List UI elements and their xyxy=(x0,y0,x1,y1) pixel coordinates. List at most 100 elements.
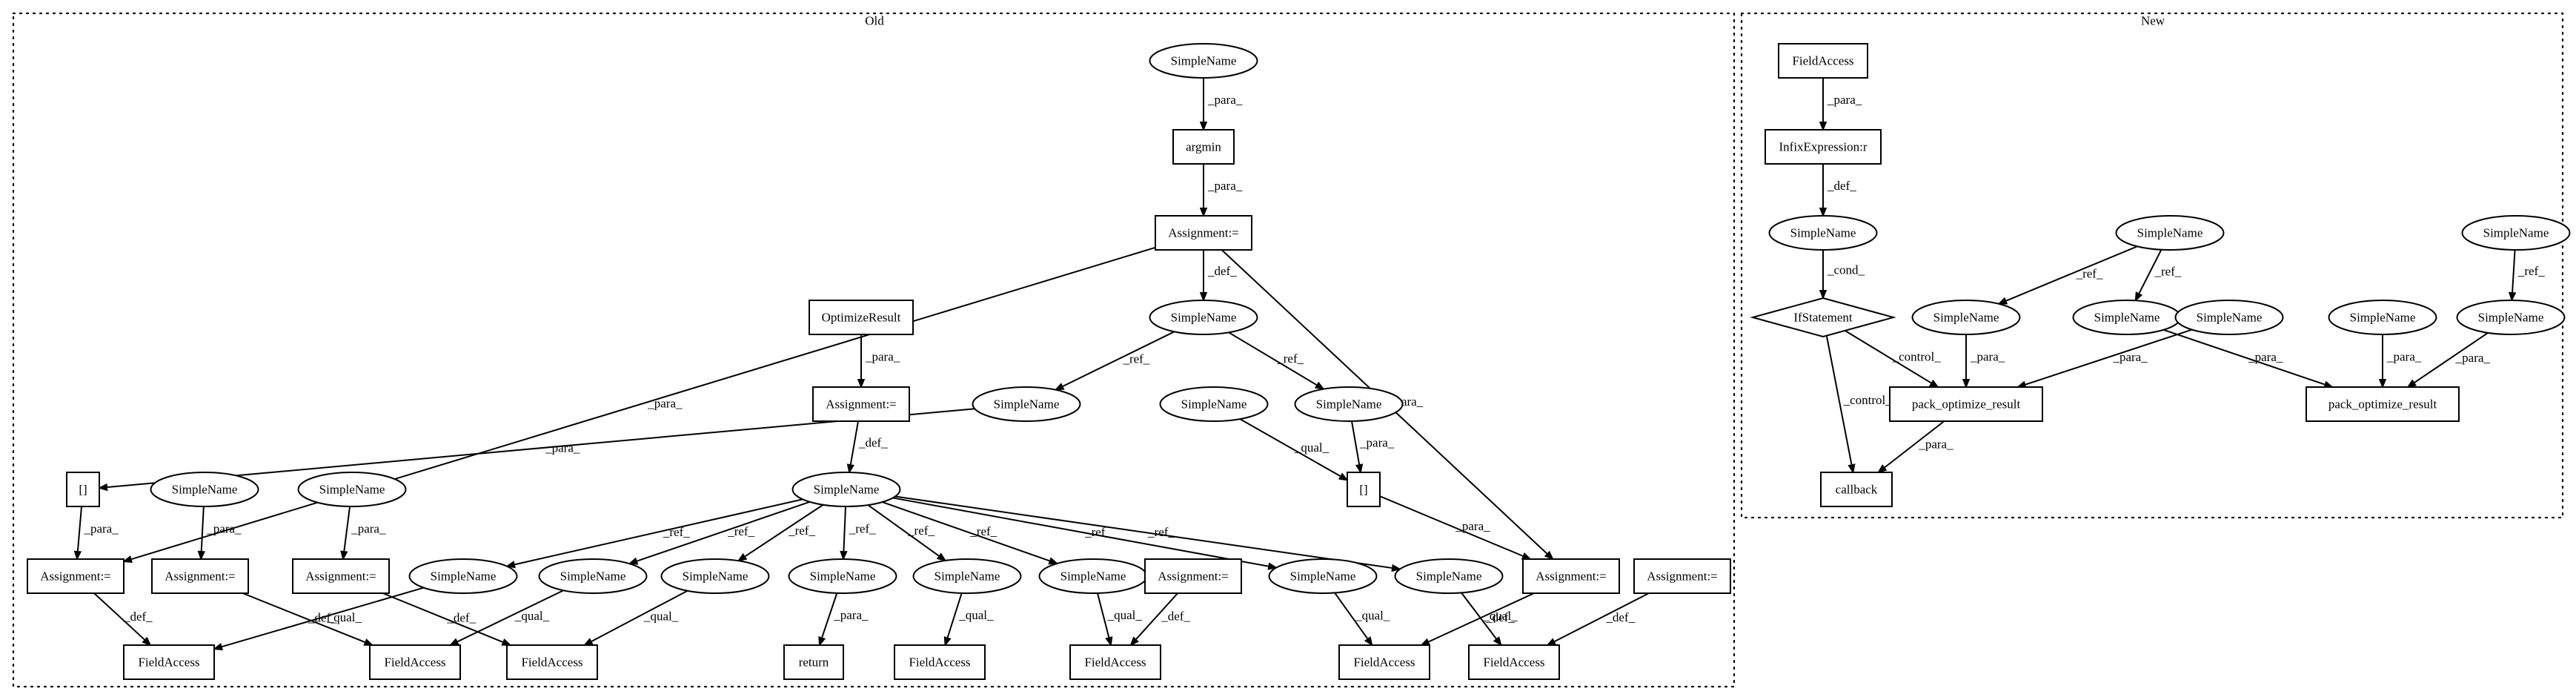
edge-line xyxy=(1334,592,1368,639)
edge-o_sn_hub-to-o_sn_r4: _ref_ xyxy=(840,506,876,561)
node-ellipse-shape xyxy=(1159,386,1269,422)
node-ellipse-shape xyxy=(1294,386,1404,422)
edge-label-ref: _ref_ xyxy=(1147,525,1175,539)
edge-label-def: _def_ xyxy=(1827,179,1856,193)
node-box-shape xyxy=(1338,644,1430,680)
node-label: OptimizeResult xyxy=(822,311,901,325)
node-label: SimpleName xyxy=(172,483,238,497)
edge-line xyxy=(1884,420,1945,469)
edge-line xyxy=(76,506,83,552)
node-box-shape xyxy=(292,558,390,594)
edge-line xyxy=(867,504,940,557)
node-label: FieldAccess xyxy=(909,656,970,670)
node-o_sn_r7: SimpleName xyxy=(1268,558,1378,594)
node-ellipse-shape xyxy=(538,558,648,594)
node-o_sn_hub: SimpleName xyxy=(791,472,901,507)
edge-o_assign_b3-to-o_fa7: _def_ xyxy=(1546,592,1650,646)
arrowhead xyxy=(213,643,223,651)
node-o_assign_b3: Assignment:= xyxy=(1633,558,1731,594)
edge-line xyxy=(1461,592,1497,639)
node-label: FieldAccess xyxy=(1792,54,1853,68)
edge-o_sn_def-to-o_sn_ref_left: _ref_ xyxy=(1054,331,1175,391)
edge-line xyxy=(93,592,145,641)
node-box-shape xyxy=(66,472,100,507)
edge-label-qual: _qual_ xyxy=(1107,608,1143,622)
edge-line xyxy=(892,497,1269,567)
edge-o_sn_hub-to-o_sn_r2: _ref_ xyxy=(628,501,811,565)
edge-o_assign_a2-to-o_fa2: _def_ xyxy=(242,592,374,646)
node-diamond-shape xyxy=(1750,297,1896,338)
node-o_argmin: argmin xyxy=(1172,129,1235,165)
edge-n_sn_top_right-to-n_sn_e: _ref_ xyxy=(2508,249,2545,303)
edge-line xyxy=(382,592,503,643)
node-ellipse-shape xyxy=(912,558,1022,594)
node-box-shape xyxy=(1144,558,1242,594)
arrowhead xyxy=(73,550,82,561)
node-label: SimpleName xyxy=(1171,54,1237,68)
node-n_fa: FieldAccess xyxy=(1778,43,1868,79)
edge-line xyxy=(843,506,847,552)
node-box-shape xyxy=(1765,129,1882,165)
edge-n_sn_a-to-n_pack1: _para_ xyxy=(1962,334,2005,389)
node-box-shape xyxy=(1155,215,1252,251)
edge-n_if-to-n_callback: _control_ xyxy=(1825,335,1892,474)
node-o_assign_b1: Assignment:= xyxy=(1144,558,1242,594)
edge-line xyxy=(637,501,811,562)
edge-line xyxy=(131,246,1156,560)
node-label: FieldAccess xyxy=(1483,656,1544,670)
edge-line xyxy=(514,498,803,566)
cluster-old: Old xyxy=(12,12,1736,688)
edge-o_assign_mid-to-o_sn_hub: _def_ xyxy=(846,420,888,475)
node-label: FieldAccess xyxy=(521,656,582,670)
node-ellipse-shape xyxy=(297,472,407,507)
arrowhead xyxy=(1493,636,1502,647)
node-o_assign_b2: Assignment:= xyxy=(1522,558,1620,594)
arrowhead xyxy=(1544,550,1554,561)
edge-label-def: _def_ xyxy=(123,610,153,624)
edge-line xyxy=(222,587,424,648)
node-label: FieldAccess xyxy=(1084,656,1146,670)
edge-label-qual: _qual_ xyxy=(327,610,362,624)
arrowhead xyxy=(1962,379,1971,389)
node-label: FieldAccess xyxy=(1353,656,1415,670)
edge-o_sn_r5-to-o_fa4: _qual_ xyxy=(943,592,994,647)
arrowhead xyxy=(2378,379,2387,389)
node-o_assign_top: Assignment:= xyxy=(1155,215,1252,251)
arrowhead xyxy=(1199,122,1208,132)
node-label: SimpleName xyxy=(1933,311,1999,325)
node-o_sn_ref_right: SimpleName xyxy=(1294,386,1404,422)
node-o_sn_r6: SimpleName xyxy=(1038,558,1148,594)
node-o_idx_left: [] xyxy=(66,472,100,507)
arrowhead xyxy=(1819,290,1828,300)
node-label: FieldAccess xyxy=(384,656,445,670)
edge-line xyxy=(343,506,351,552)
node-o_fa1: FieldAccess xyxy=(123,644,215,680)
arrowhead xyxy=(936,552,947,562)
edge-label-qual: _qual_ xyxy=(958,608,994,622)
arrowhead xyxy=(1420,638,1431,646)
node-ellipse-shape xyxy=(788,558,897,594)
edge-line xyxy=(200,506,205,552)
node-box-shape xyxy=(506,644,598,680)
node-o_sn_def: SimpleName xyxy=(1149,300,1258,335)
arrowhead xyxy=(1314,381,1325,390)
node-box-shape xyxy=(123,644,215,680)
edge-label-para: _para_ xyxy=(1207,93,1243,107)
edge-line xyxy=(882,501,1050,562)
edge-label-control: _control_ xyxy=(1892,350,1942,364)
edge-label-para: _para_ xyxy=(1827,93,1862,107)
node-ellipse-shape xyxy=(2115,215,2225,251)
arrowhead xyxy=(628,557,639,565)
node-box-shape xyxy=(151,558,249,594)
edge-o_sn_r7-to-o_fa6: _qual_ xyxy=(1334,592,1390,647)
node-label: SimpleName xyxy=(1060,569,1126,584)
node-ellipse-shape xyxy=(1768,215,1878,251)
node-label: SimpleName xyxy=(1290,569,1356,584)
node-o_sn_r3: SimpleName xyxy=(660,558,770,594)
node-n_infix: InfixExpression:r xyxy=(1765,129,1882,165)
edge-line xyxy=(1228,331,1318,386)
edge-label-qual: _qual_ xyxy=(1294,440,1330,455)
arrowhead xyxy=(197,550,205,561)
arrowhead xyxy=(2508,291,2517,303)
node-label: SimpleName xyxy=(1316,397,1382,412)
